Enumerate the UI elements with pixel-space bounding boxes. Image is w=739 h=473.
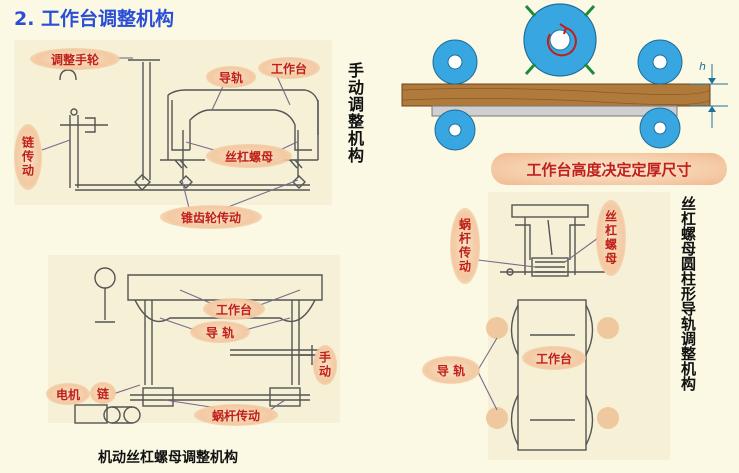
- thickness-banner: 工作台高度决定定厚尺寸: [491, 153, 727, 185]
- label-handwheel: 调整手轮: [30, 48, 120, 70]
- label-table-bottom: 工作台: [203, 298, 265, 320]
- label-guide-top: 导轨: [206, 66, 256, 88]
- label-screw-nut-right: 丝杠螺母: [596, 200, 626, 276]
- manual-caption: 手动调整机构: [345, 62, 364, 164]
- label-manual: 手动: [313, 345, 337, 385]
- label-motor: 电机: [46, 383, 90, 405]
- motorized-caption: 机动丝杠螺母调整机构: [98, 450, 238, 466]
- cylindrical-caption: 丝杠螺母圆柱形导轨调整机构: [679, 196, 697, 391]
- label-worm-bottom: 蜗杆传动: [194, 404, 278, 426]
- label-chain: 链: [90, 382, 116, 404]
- label-chain-drive: 链传动: [14, 124, 42, 190]
- page-title: 2. 工作台调整机构: [14, 8, 175, 30]
- label-table-top: 工作台: [258, 57, 320, 79]
- label-worm-right: 蜗杆传动: [450, 208, 480, 284]
- label-guide-bottom: 导 轨: [190, 321, 250, 343]
- roller-diagram: [401, 3, 728, 151]
- cylindrical-guide-drawing: [500, 204, 605, 451]
- label-screw-nut-top: 丝杠螺母: [206, 144, 292, 168]
- label-table-right: 工作台: [522, 346, 586, 370]
- height-label: h: [699, 60, 706, 73]
- manual-mechanism-drawing: [59, 59, 319, 192]
- label-guide-right: 导 轨: [422, 356, 480, 384]
- label-bevel-gear: 锥齿轮传动: [160, 205, 262, 229]
